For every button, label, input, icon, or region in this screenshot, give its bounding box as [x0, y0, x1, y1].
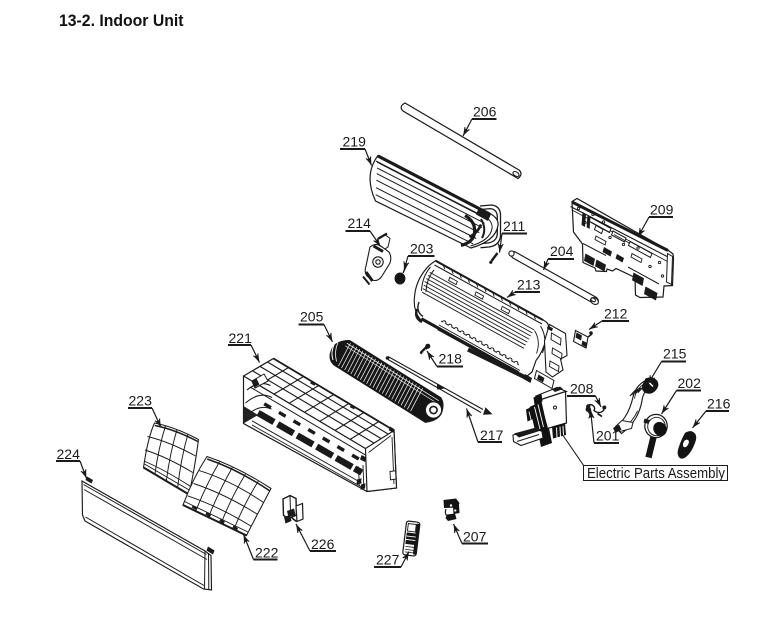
svg-text:Electric Parts Assembly: Electric Parts Assembly	[587, 466, 726, 482]
svg-text:217: 217	[480, 427, 504, 443]
svg-text:207: 207	[463, 529, 487, 545]
svg-text:218: 218	[439, 351, 463, 367]
svg-text:219: 219	[343, 134, 367, 150]
svg-text:211: 211	[503, 218, 526, 234]
svg-text:208: 208	[570, 381, 594, 397]
svg-text:203: 203	[410, 241, 434, 257]
svg-text:202: 202	[678, 375, 702, 391]
svg-text:13-2. Indoor Unit: 13-2. Indoor Unit	[59, 11, 184, 30]
svg-text:206: 206	[473, 104, 497, 120]
svg-text:214: 214	[348, 215, 372, 231]
svg-text:213: 213	[517, 277, 541, 293]
svg-text:212: 212	[604, 306, 628, 322]
svg-text:209: 209	[650, 202, 674, 218]
svg-text:223: 223	[129, 393, 153, 409]
svg-text:205: 205	[300, 309, 324, 325]
svg-text:201: 201	[596, 428, 620, 444]
svg-text:204: 204	[550, 243, 574, 259]
svg-text:222: 222	[255, 545, 279, 561]
svg-text:226: 226	[311, 536, 335, 552]
svg-text:216: 216	[707, 396, 731, 412]
svg-text:221: 221	[229, 330, 253, 346]
svg-text:215: 215	[663, 346, 687, 362]
svg-text:224: 224	[57, 446, 81, 462]
svg-text:227: 227	[376, 552, 400, 568]
